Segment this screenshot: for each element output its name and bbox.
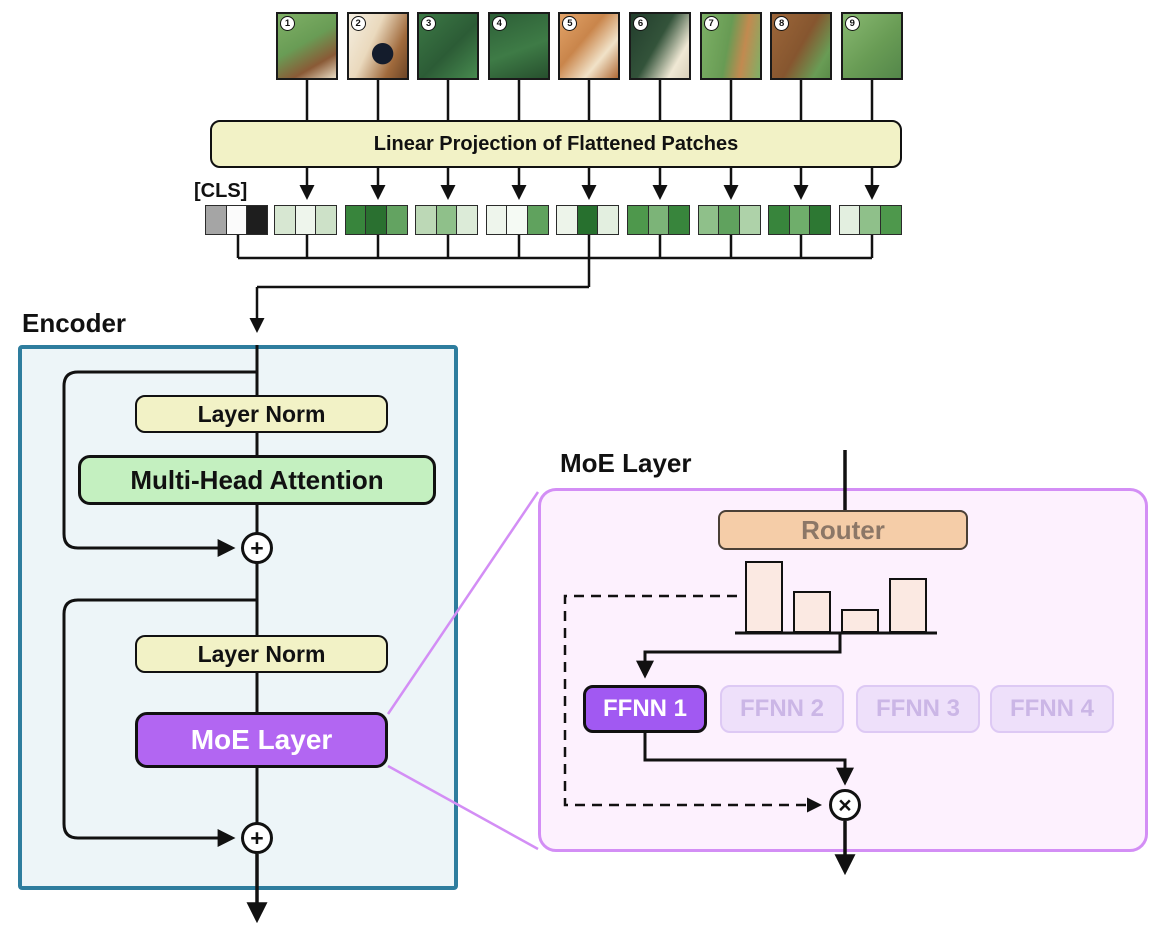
- patch-number-badge: 9: [844, 16, 860, 31]
- token-cell: [627, 205, 649, 235]
- token-group-9: [838, 205, 902, 235]
- token-cell: [435, 205, 458, 235]
- token-cell: [859, 205, 882, 235]
- image-patch-3: 3: [417, 12, 480, 80]
- token-cell: [315, 205, 337, 235]
- token-group-8: [768, 205, 832, 235]
- token-cell: [485, 205, 508, 235]
- image-patch-4: 4: [487, 12, 550, 80]
- router-weight-bar: [745, 561, 783, 633]
- residual-connection-2: [62, 598, 257, 847]
- encoder-title: Encoder: [22, 308, 127, 338]
- token-cell: [246, 205, 268, 235]
- image-patch-8: 8: [770, 12, 833, 80]
- encoder-flow-lines: [62, 345, 268, 924]
- router-weights-chart: [737, 556, 935, 633]
- token-group-6: [627, 205, 690, 235]
- token-cell: [225, 205, 248, 235]
- layer-norm-1-box: Layer Norm: [135, 395, 388, 433]
- token-group-1: [274, 205, 337, 235]
- image-patch-2: 2: [346, 12, 409, 80]
- token-cell: [506, 205, 529, 235]
- image-patch-5: 5: [558, 12, 621, 80]
- token-cell: [668, 205, 690, 235]
- token-cell: [768, 205, 791, 235]
- image-patch-6: 6: [629, 12, 691, 80]
- moe-layer-box: MoE Layer: [135, 712, 388, 768]
- expert-ffnn-4: FFNN 4: [990, 685, 1114, 733]
- patch-number-badge: 1: [280, 16, 295, 31]
- cls-token-label: [CLS]: [194, 180, 248, 202]
- patch-to-projection-lines: [305, 80, 874, 120]
- image-patch-1: 1: [276, 12, 338, 80]
- token-cell: [456, 205, 479, 235]
- token-cell: [556, 205, 579, 235]
- token-cell: [718, 205, 741, 235]
- token-cell: [415, 205, 438, 235]
- residual-connection-1: [62, 370, 257, 557]
- linear-projection-box: Linear Projection of Flattened Patches: [210, 120, 902, 168]
- cls-token-group: [205, 205, 268, 235]
- token-group-5: [556, 205, 620, 235]
- token-cell: [879, 205, 902, 235]
- expert-ffnn-3: FFNN 3: [856, 685, 980, 733]
- router-weight-bar: [889, 578, 927, 633]
- token-cell: [576, 205, 599, 235]
- patch-number-badge: 2: [350, 16, 366, 31]
- router-weight-bar: [841, 609, 879, 633]
- token-cell: [809, 205, 832, 235]
- residual-add-1-icon: +: [241, 532, 273, 564]
- image-patch-7: 7: [699, 12, 762, 80]
- token-cell: [697, 205, 720, 235]
- patch-number-badge: 4: [491, 16, 507, 31]
- multi-head-attention-box: Multi-Head Attention: [78, 455, 436, 505]
- projection-to-token-arrows: [299, 168, 880, 200]
- image-patch-9: 9: [840, 12, 903, 80]
- token-cell: [294, 205, 317, 235]
- router-to-expert-arrow: [636, 633, 842, 679]
- token-group-2: [344, 205, 408, 235]
- expert-output-arrow: [643, 733, 854, 786]
- patch-number-badge: 3: [421, 16, 437, 31]
- token-collector-bus: [236, 235, 874, 333]
- patch-number-badge: 8: [774, 16, 790, 31]
- router-box: Router: [718, 510, 968, 550]
- token-cell: [597, 205, 620, 235]
- moe-zoom-connectors: [386, 491, 540, 851]
- patch-number-badge: 5: [562, 16, 578, 31]
- token-cell: [838, 205, 861, 235]
- token-cell: [385, 205, 408, 235]
- token-cell: [274, 205, 296, 235]
- token-cell: [788, 205, 811, 235]
- multiply-icon: ×: [829, 789, 861, 821]
- router-weight-dashed-arrow: [563, 594, 822, 813]
- moe-detail-title: MoE Layer: [560, 448, 692, 478]
- token-group-4: [485, 205, 549, 235]
- token-cell: [205, 205, 227, 235]
- token-cell: [738, 205, 761, 235]
- router-weight-bar: [793, 591, 831, 633]
- token-group-3: [415, 205, 479, 235]
- patch-number-badge: 6: [633, 16, 648, 31]
- patch-number-badge: 7: [703, 16, 719, 31]
- token-cell: [344, 205, 367, 235]
- moe-detail-flow-lines: [563, 450, 937, 876]
- token-group-7: [697, 205, 761, 235]
- layer-norm-2-box: Layer Norm: [135, 635, 388, 673]
- token-cell: [365, 205, 388, 235]
- token-cell: [647, 205, 670, 235]
- encoder-box: [18, 345, 458, 890]
- token-cell: [526, 205, 549, 235]
- expert-ffnn-1: FFNN 1: [583, 685, 707, 733]
- residual-add-2-icon: +: [241, 822, 273, 854]
- expert-ffnn-2: FFNN 2: [720, 685, 844, 733]
